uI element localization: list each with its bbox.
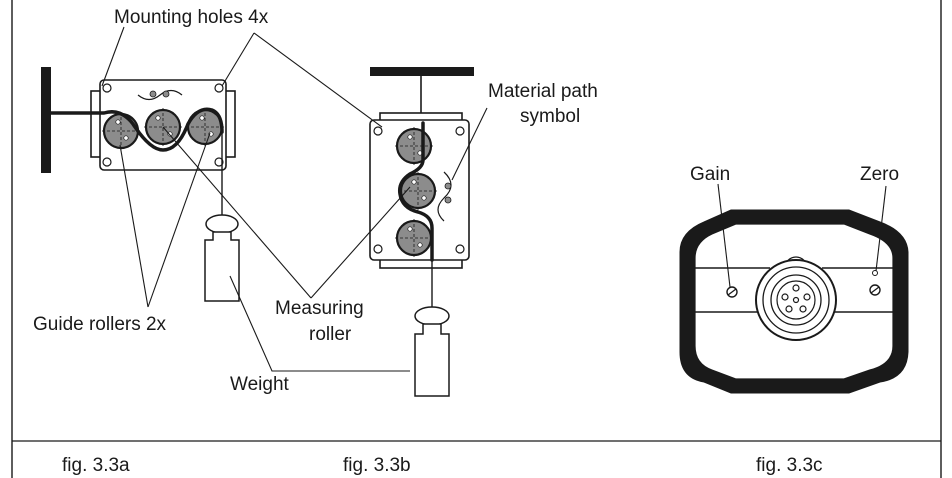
figure-3-3b	[369, 67, 474, 397]
mounting-bar-b	[370, 67, 474, 76]
caption-fig-3-3a: fig. 3.3a	[62, 455, 130, 476]
captions: fig. 3.3a fig. 3.3b fig. 3.3c	[62, 455, 823, 476]
label-gain: Gain	[690, 164, 730, 185]
gain-adjustment-screw	[726, 286, 738, 298]
label-guide-rollers: Guide rollers 2x	[33, 314, 167, 335]
label-material-path-line2: symbol	[520, 106, 580, 127]
figure-3-3c	[679, 209, 909, 394]
material-path-a	[49, 107, 224, 152]
label-measuring-roller-line1: Measuring	[275, 298, 364, 319]
label-weight: Weight	[230, 374, 290, 395]
label-measuring-roller-line2: roller	[309, 324, 352, 345]
figure-3-3a	[41, 67, 240, 302]
figure-frame	[11, 0, 942, 478]
material-path-b	[397, 121, 434, 262]
weight-b	[414, 306, 450, 397]
label-mounting-holes: Mounting holes 4x	[114, 7, 269, 28]
label-material-path-line1: Material path	[488, 81, 598, 102]
leader-lines	[101, 26, 887, 372]
measuring-roller-b	[399, 172, 437, 210]
caption-fig-3-3c: fig. 3.3c	[756, 455, 823, 476]
zero-adjustment-screw	[869, 270, 881, 296]
connector-socket	[755, 259, 837, 341]
weight-a	[204, 214, 240, 302]
caption-fig-3-3b: fig. 3.3b	[343, 455, 411, 476]
labels: Mounting holes 4x Material path symbol G…	[33, 7, 899, 395]
mounting-wall-a	[41, 67, 51, 173]
guide-roller-bottom-b	[395, 219, 433, 257]
label-zero: Zero	[860, 164, 899, 185]
